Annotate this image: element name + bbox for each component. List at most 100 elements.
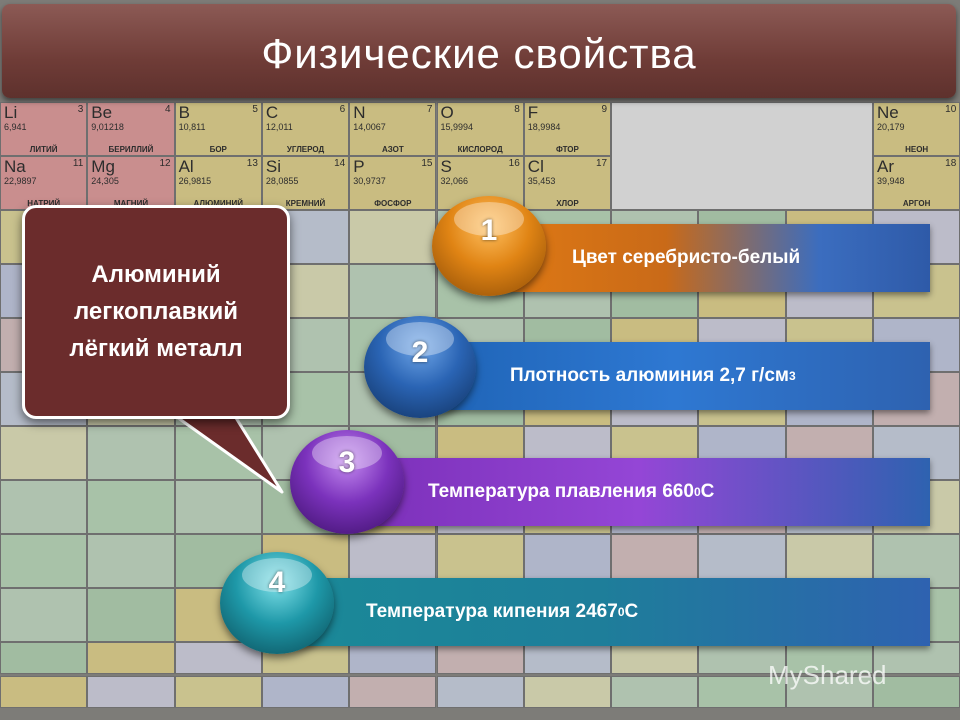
element-symbol: B [178,103,190,122]
property-ball-1: 1 [432,196,546,296]
property-text-3-main: Температура плавления 660 [428,481,694,502]
table-cell-bg [87,642,175,674]
property-text-2-main: Плотность алюминия 2,7 г/см [510,365,789,386]
element-name: БОР [209,145,227,154]
table-cell-bg [436,642,524,674]
element-number: 17 [595,158,608,169]
element-symbol: N [353,103,366,122]
element-symbol: Al [178,157,194,176]
element-mass: 20,179 [877,122,905,132]
table-cell-bg [87,480,175,534]
table-cell-bg [698,642,786,674]
table-empty-area [611,102,873,210]
table-cell-bg [174,676,262,708]
element-symbol: Ne [877,103,899,122]
callout-text: Алюминий легкоплавкий лёгкий металл [25,256,287,367]
table-cell-bg [0,426,88,480]
table-cell-bg [87,588,175,642]
element-name: МАГНИЙ [113,199,149,208]
property-ball-4: 4 [220,552,334,654]
element-symbol: Cl [527,157,544,176]
property-ball-2: 2 [364,316,476,418]
property-text-1: Цвет серебристо-белый [572,247,801,268]
element-name: НАТРИЙ [27,199,61,208]
table-cell-bg [261,676,350,708]
element-name: АЛЮМИНИЙ [193,199,243,208]
property-ball-3: 3 [290,430,404,534]
table-cell-bg [0,676,88,708]
element-mass: 14,0067 [353,122,386,132]
table-cell-bg [523,676,612,708]
property-number-4: 4 [268,566,286,599]
table-cell-bg [174,642,262,674]
table-cell-bg [87,676,175,708]
element-name: АРГОН [902,199,931,208]
table-cell-bg [349,676,437,708]
element-name: ФОСФОР [374,199,412,208]
element-number: 7 [426,104,433,115]
element-mass: 9,01218 [91,122,124,132]
property-text-2-sup: 3 [788,369,796,383]
element-number: 4 [165,104,171,115]
element-name: ФТОР [556,145,579,154]
table-cell-bg [785,676,873,708]
table-cell-bg [174,480,262,534]
property-bar-1: Цвет серебристо-белый [490,224,930,292]
element-symbol: C [265,103,279,122]
element-number: 14 [334,158,346,169]
element-mass: 22,9897 [4,176,37,186]
element-symbol: F [527,103,539,122]
property-number-2: 2 [411,336,429,369]
element-name: АЗОТ [381,145,404,154]
element-mass: 32,066 [440,176,469,186]
element-number: 12 [159,158,171,169]
table-cell-bg [611,676,699,708]
property-number-1: 1 [480,214,498,247]
element-name: ЛИТИЙ [29,145,58,154]
element-number: 13 [246,158,258,169]
table-cell-bg [698,676,786,708]
element-mass: 35,453 [527,176,556,186]
table-cell-bg [523,642,612,674]
table-cell-bg [87,426,175,480]
element-symbol: Na [4,157,26,176]
table-cell-bg [349,642,437,674]
element-name: УГЛЕРОД [286,145,325,154]
table-cell-bg [0,480,88,534]
element-name: КРЕМНИЙ [285,199,326,208]
table-cell-bg [0,534,88,588]
property-text-4-main: Температура кипения 2467 [366,601,618,622]
property-text-4-sup: 0 [617,605,625,619]
element-number: 3 [77,104,84,115]
element-symbol: Mg [91,157,115,176]
element-mass: 18,9984 [527,122,561,132]
element-name: ХЛОР [556,199,579,208]
element-mass: 12,011 [265,122,293,132]
page-title: Физические свойства [261,30,697,77]
table-cell-bg [873,676,960,708]
element-symbol: S [440,157,452,176]
element-name: КИСЛОРОД [457,145,503,154]
element-symbol: P [353,157,365,176]
table-cell-bg [87,534,175,588]
element-mass: 6,941 [4,122,27,132]
property-text-3-end: С [700,481,715,502]
element-number: 6 [339,104,346,115]
element-mass: 26,9815 [178,176,212,186]
callout-line-2: легкоплавкий [74,298,238,325]
